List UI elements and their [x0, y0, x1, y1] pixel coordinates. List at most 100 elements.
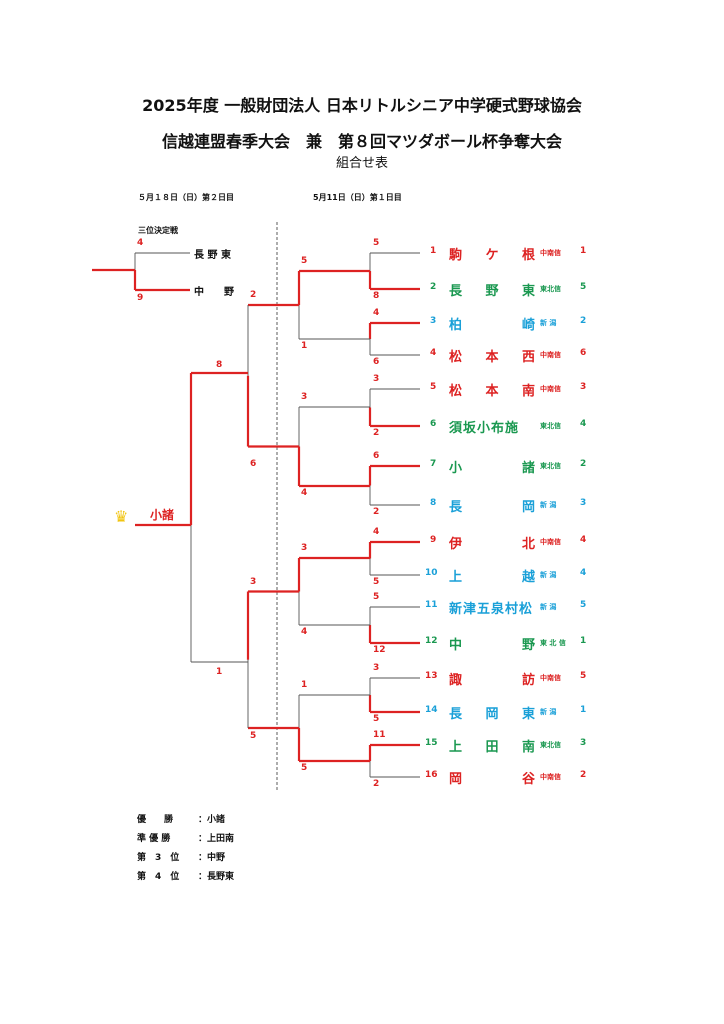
team-name: 須坂小布施 [449, 421, 520, 436]
team-name: 伊北 [449, 537, 535, 552]
third-place-score-b: 9 [137, 293, 144, 303]
score-label: 3 [250, 577, 257, 587]
team-seed-number: 1 [430, 246, 437, 256]
result-value: ：上田南 [198, 834, 235, 844]
crown-icon: ♛ [114, 507, 129, 526]
result-label: 優 勝 [137, 815, 174, 825]
score-label: 8 [216, 360, 223, 370]
score-label: 11 [373, 730, 386, 740]
score-label: 3 [301, 392, 308, 402]
team-seed-number: 11 [425, 600, 438, 610]
team-league-rank: 3 [580, 382, 587, 392]
score-label: 4 [373, 308, 380, 318]
score-label: 6 [373, 451, 380, 461]
title-line-2: 信越連盟春季大会 兼 第８回マツダボール杯争奪大会 [161, 132, 562, 151]
team-league-rank: 5 [580, 600, 587, 610]
team-seed-number: 3 [430, 316, 437, 326]
team-seed-number: 9 [430, 535, 437, 545]
team-league: 東北信 [540, 741, 561, 749]
team-league-rank: 2 [580, 316, 587, 326]
team-seed-number: 6 [430, 419, 437, 429]
third-place-label: 三位決定戦 [138, 226, 178, 235]
team-league: 東北信 [540, 422, 561, 430]
team-league-rank: 6 [580, 348, 587, 358]
score-label: 1 [301, 341, 308, 351]
team-seed-number: 5 [430, 382, 437, 392]
team-league-rank: 1 [580, 246, 587, 256]
team-name: 松本南 [449, 384, 535, 399]
score-label: 5 [250, 731, 257, 741]
result-label: 第 3 位 [137, 853, 180, 863]
score-label: 5 [301, 256, 308, 266]
team-name: 松本西 [449, 350, 535, 365]
score-label: 2 [250, 290, 257, 300]
team-league: 新 潟 [540, 571, 557, 579]
team-league-rank: 1 [580, 705, 587, 715]
team-league-rank: 2 [580, 770, 587, 780]
title-line-1: 2025年度 一般財団法人 日本リトルシニア中学硬式野球協会 [142, 96, 582, 115]
score-label: 4 [373, 527, 380, 537]
team-seed-number: 4 [430, 348, 437, 358]
team-league-rank: 1 [580, 636, 587, 646]
team-league: 新 潟 [540, 708, 557, 716]
team-name: 諏訪 [449, 673, 535, 688]
team-seed-number: 14 [425, 705, 438, 715]
champion-name: 小諸 [150, 508, 175, 522]
team-seed-number: 13 [425, 671, 438, 681]
team-league-rank: 4 [580, 568, 587, 578]
score-label: 5 [373, 592, 380, 602]
score-label: 5 [373, 714, 380, 724]
team-name: 小諸 [449, 461, 535, 476]
score-label: 4 [301, 488, 308, 498]
subtitle: 組合せ表 [335, 156, 388, 171]
third-place-team-a: 長 野 東 [194, 250, 231, 261]
score-label: 5 [301, 763, 308, 773]
team-name: 駒ケ根 [449, 248, 535, 263]
team-name: 新津五泉村松 [449, 602, 534, 617]
team-league: 東北信 [540, 285, 561, 293]
team-name: 長岡 [449, 500, 535, 515]
score-label: 8 [373, 291, 380, 301]
score-label: 4 [301, 627, 308, 637]
score-label: 3 [301, 543, 308, 553]
team-league-rank: 4 [580, 535, 587, 545]
team-name: 上越 [449, 570, 535, 585]
team-league: 中南信 [540, 249, 561, 257]
team-league: 中南信 [540, 773, 561, 781]
team-seed-number: 12 [425, 636, 438, 646]
team-name: 長岡東 [449, 707, 535, 722]
team-league-rank: 2 [580, 459, 587, 469]
team-league-rank: 5 [580, 671, 587, 681]
team-seed-number: 7 [430, 459, 437, 469]
team-league-rank: 4 [580, 419, 587, 429]
day1-label: 5月11日（日）第１日目 [313, 193, 402, 202]
team-league: 新 潟 [540, 319, 557, 327]
score-label: 3 [373, 374, 380, 384]
score-label: 2 [373, 507, 380, 517]
score-label: 12 [373, 645, 386, 655]
team-league-rank: 3 [580, 738, 587, 748]
third-place-score-a: 4 [137, 238, 144, 248]
team-league-rank: 3 [580, 498, 587, 508]
result-label: 第 4 位 [137, 872, 180, 882]
result-label: 準 優 勝 [137, 834, 171, 844]
team-name: 柏崎 [449, 318, 535, 333]
team-seed-number: 15 [425, 738, 438, 748]
day2-label: ５月１８日（日）第２日目 [138, 193, 234, 202]
team-league: 中南信 [540, 538, 561, 546]
team-league: 新 潟 [540, 603, 557, 611]
third-place-team-b: 中 野 [194, 287, 234, 298]
team-seed-number: 16 [425, 770, 438, 780]
score-label: 2 [373, 779, 380, 789]
result-value: ：中野 [198, 853, 226, 863]
score-label: 3 [373, 663, 380, 673]
team-league: 中南信 [540, 385, 561, 393]
score-label: 2 [373, 428, 380, 438]
score-label: 6 [373, 357, 380, 367]
team-seed-number: 2 [430, 282, 437, 292]
team-seed-number: 8 [430, 498, 437, 508]
team-league: 東北信 [540, 462, 561, 470]
team-seed-number: 10 [425, 568, 438, 578]
team-name: 上田南 [449, 740, 535, 755]
